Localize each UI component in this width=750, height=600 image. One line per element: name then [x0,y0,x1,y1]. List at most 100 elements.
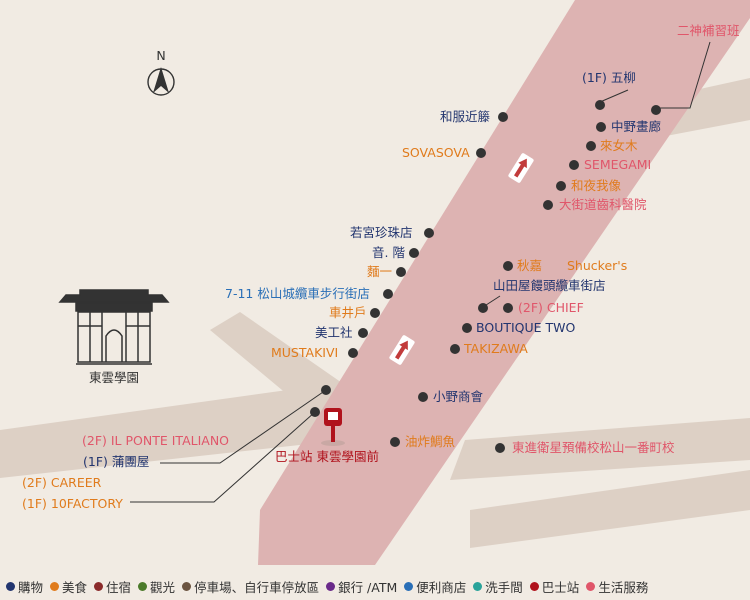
label-seveneleven[interactable]: 7-11 松山城纜車步行街店 [225,286,370,301]
legend-label: 洗手間 [485,579,523,595]
label-nishin[interactable]: 二神補習班 [677,23,740,38]
poi-dots [310,100,661,453]
poi-dot[interactable] [498,112,508,122]
label-sovasova[interactable]: SOVASOVA [402,145,470,160]
map-legend: 購物 美食 住宿 觀光 停車場、自行車停放區 銀行 /ATM 便利商店 洗手間 巴士站 生活服務 [0,572,750,600]
legend-dot-icon [473,581,483,591]
poi-dot[interactable] [396,267,406,277]
poi-dot[interactable] [595,100,605,110]
legend-label: 停車場、自行車停放區 [194,579,320,595]
road-lower-right-2 [470,470,750,548]
label-nakano[interactable]: 中野畫廊 [611,119,661,134]
legend-label: 巴士站 [541,579,580,595]
landmark-label: 東雲學園 [89,370,139,385]
label-kuru[interactable]: 來女木 [600,138,638,153]
label-bikosha[interactable]: 美工社 [315,325,353,340]
road-lower-right-1 [450,418,750,480]
legend-label: 便利商店 [416,579,467,595]
legend-label: 購物 [18,579,44,595]
poi-dot[interactable] [358,328,368,338]
legend-dot-icon [50,581,60,591]
legend-label: 觀光 [150,579,176,595]
poi-dot[interactable] [383,289,393,299]
label-onoshokai[interactable]: 小野商會 [433,389,484,404]
poi-dot[interactable] [503,303,513,313]
poi-dot[interactable] [586,141,596,151]
oneway-arrow-icon [508,153,534,183]
label-semegami[interactable]: SEMEGAMI [584,157,651,172]
poi-dot[interactable] [556,181,566,191]
poi-dot[interactable] [321,385,331,395]
legend-item: 生活服務 [586,577,648,596]
poi-dot[interactable] [348,348,358,358]
poi-dot[interactable] [310,407,320,417]
poi-dot[interactable] [651,105,661,115]
label-busstop[interactable]: 巴士站 東雲學園前 [275,449,379,464]
legend-label: 美食 [62,579,88,595]
label-ilponte[interactable]: (2F) IL PONTE ITALIANO [82,433,229,448]
poi-dot[interactable] [495,443,505,453]
poi-dot[interactable] [543,200,553,210]
legend-label: 銀行 /ATM [338,579,398,595]
label-otokai[interactable]: 音. 階 [372,245,405,260]
poi-dot[interactable] [478,303,488,313]
poi-dot[interactable] [462,323,472,333]
label-wayasu[interactable]: 和夜我像 [571,178,622,193]
legend-dot-icon [6,581,15,591]
label-menichi[interactable]: 麵一 [367,264,392,279]
poi-dot[interactable] [370,308,380,318]
legend-item: 美食 [50,577,87,596]
label-akiyoshi[interactable]: 秋嘉 [517,258,542,273]
legend-item: 銀行 /ATM [326,577,397,596]
legend-label: 住宿 [106,579,132,595]
legend-label: 生活服務 [598,579,649,595]
label-takizawa[interactable]: TAKIZAWA [463,341,528,356]
poi-dot[interactable] [418,392,428,402]
main-street [258,0,750,565]
poi-dot[interactable] [409,248,419,258]
legend-dot-icon [404,581,414,591]
poi-dot[interactable] [424,228,434,238]
poi-dot[interactable] [450,344,460,354]
label-goryu[interactable]: (1F) 五柳 [582,70,636,85]
oneway-arrow-icon [389,335,415,365]
label-shuckers[interactable]: Shucker's [567,258,627,273]
legend-item: 洗手間 [473,577,523,596]
compass-icon: N [147,48,175,96]
poi-dot[interactable] [390,437,400,447]
legend-dot-icon [182,581,192,591]
label-dental[interactable]: 大街道齒科醫院 [559,197,647,212]
label-mustakivi[interactable]: MUSTAKIVI [271,345,338,360]
label-career[interactable]: (2F) CAREER [22,475,102,490]
bus-stop-icon[interactable] [321,408,345,446]
label-yamadaya[interactable]: 山田屋饅頭纜車街店 [493,278,606,293]
school-building-icon [58,289,170,365]
poi-dot[interactable] [476,148,486,158]
label-chief[interactable]: (2F) CHIEF [518,300,584,315]
legend-dot-icon [529,581,539,591]
label-toshin[interactable]: 東進衛星預備校松山一番町校 [512,440,675,455]
poi-labels: 二神補習班 (1F) 五柳 和服近籐 中野畫廊 來女木 SOVASOVA SEM… [22,23,740,511]
label-tenfactory[interactable]: (1F) 10FACTORY [22,496,123,511]
legend-item: 觀光 [138,577,175,596]
road-left [0,382,345,478]
compass-north-label: N [156,48,165,63]
label-wakamiya[interactable]: 若宮珍珠店 [350,225,413,240]
label-wafuku[interactable]: 和服近籐 [440,109,491,124]
label-kurumaido[interactable]: 車井戶 [329,305,367,320]
label-boutique[interactable]: BOUTIQUE TWO [476,320,576,335]
poi-dot[interactable] [596,122,606,132]
poi-dot[interactable] [503,261,513,271]
label-tai[interactable]: 油炸鯛魚 [405,434,456,449]
legend-item: 購物 [6,577,43,596]
legend-dot-icon [138,581,148,591]
poi-dot[interactable] [569,160,579,170]
legend-item: 便利商店 [404,577,466,596]
legend-item: 住宿 [94,577,131,596]
legend-dot-icon [586,581,596,591]
legend-dot-icon [94,581,104,591]
legend-dot-icon [326,581,336,591]
label-gamaya[interactable]: (1F) 蒲團屋 [83,454,149,469]
legend-item: 巴士站 [529,577,580,596]
